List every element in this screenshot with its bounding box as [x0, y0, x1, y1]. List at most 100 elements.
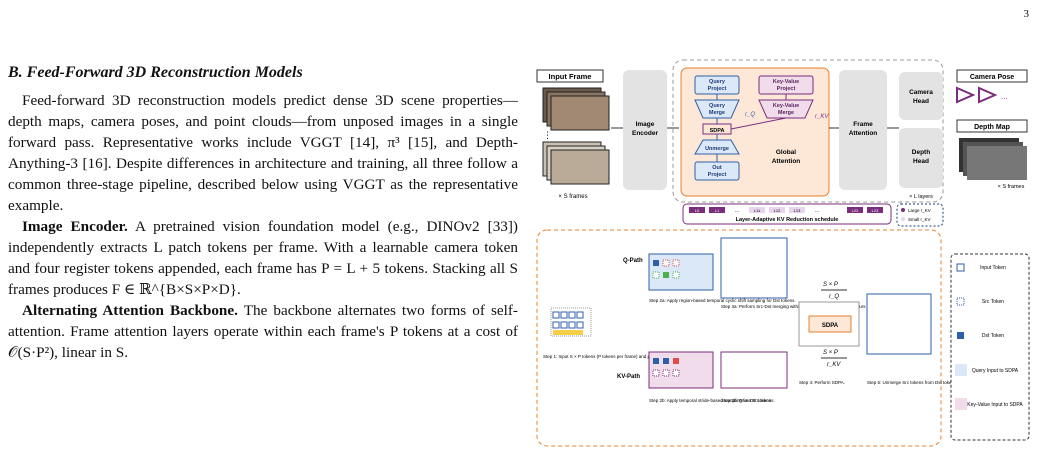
sdpa-label: SDPA	[710, 128, 725, 134]
output-frames-caption: × S frames	[998, 184, 1025, 190]
out-project-l1: Out	[712, 165, 722, 171]
legend-small-dot	[901, 217, 905, 221]
token	[576, 321, 584, 329]
layer-label: L12	[774, 208, 781, 213]
input-frame-label-box	[536, 69, 604, 83]
token	[653, 260, 659, 266]
q-merge-box	[720, 237, 788, 299]
paragraph-lead: Alternating Attention Backbone.	[22, 302, 238, 319]
frame-attention-l1: Frame	[853, 121, 873, 128]
top-section-outline	[672, 59, 944, 203]
token-group	[550, 307, 592, 337]
input-frame-label: Input Frame	[549, 72, 592, 81]
camera-pose-ellipsis: ...	[1001, 92, 1008, 101]
frames-caption: × S frames	[558, 194, 587, 200]
input-token-grid	[550, 307, 592, 337]
token	[560, 321, 568, 329]
layer-chip	[709, 207, 725, 213]
token-legend	[950, 253, 1030, 441]
kv-path-label: KV-Path	[617, 374, 640, 380]
token	[552, 311, 560, 319]
kv-merge-trapezoid	[758, 99, 814, 119]
kv-merge-l1: Key-Value	[773, 103, 799, 109]
token	[568, 321, 576, 329]
legend-dst-token: Dst Token	[982, 333, 1004, 339]
arrow	[730, 117, 787, 130]
legend-kv-input: Key-Value Input to SDPA	[967, 402, 1023, 408]
layer-label: L1	[715, 208, 720, 213]
paragraph-text: A pretrained vision foundation model (e.…	[8, 218, 518, 298]
query-merge-l2: Merge	[709, 110, 725, 116]
token	[652, 369, 660, 377]
token	[653, 358, 659, 364]
frac-bot-num: S × P	[823, 350, 838, 356]
paragraph-intro-text: Feed-forward 3D reconstruction models pr…	[8, 92, 518, 214]
token	[576, 311, 584, 319]
layer-chip	[689, 207, 705, 213]
depth-head-block	[899, 128, 943, 188]
paragraph-image-encoder: Image Encoder. A pretrained vision found…	[8, 216, 518, 300]
camera-frustum-icon	[956, 86, 976, 104]
out-project-l2: Project	[708, 172, 727, 178]
frame-thumb	[550, 95, 610, 131]
l-layers-label: × L layers	[909, 194, 933, 200]
schedule-legend	[896, 203, 944, 227]
query-merge-l1: Query	[709, 103, 726, 109]
section-title: B. Feed-Forward 3D Reconstruction Models	[8, 64, 303, 81]
step4-text: Step 4: Perform SDPA.	[799, 380, 845, 385]
layer-label: L22	[852, 208, 859, 213]
frac-top-den: r_Q	[829, 294, 839, 300]
legend-src-token-icon	[956, 297, 965, 306]
legend-small-label: Small r_KV	[908, 217, 931, 222]
token	[672, 271, 680, 279]
frame-attention-l2: Attention	[849, 130, 878, 137]
schedule-label: Layer-Adaptive KV Reduction schedule	[736, 217, 839, 223]
token	[672, 369, 680, 377]
layer-ellipsis: ...	[735, 208, 739, 214]
paragraph-intro: Feed-forward 3D reconstruction models pr…	[8, 90, 518, 216]
step2a-text: Step 2a: Apply region-based temporal cyc…	[649, 298, 796, 303]
global-attention-l2: Attention	[772, 158, 801, 165]
token	[662, 369, 670, 377]
kv-path-box	[648, 351, 714, 389]
image-encoder-block	[623, 70, 667, 190]
layer-label: L0	[695, 208, 700, 213]
token	[672, 259, 680, 267]
kv-project-l2: Project	[777, 86, 796, 92]
sdpa-step-box	[808, 315, 852, 333]
rq-label: r_Q	[745, 112, 755, 118]
unmerge-label: Unmerge	[705, 146, 729, 152]
frac-top-num: S × P	[823, 282, 838, 288]
depth-map-label-box	[956, 119, 1028, 133]
rkv-label: r_KV	[815, 114, 829, 120]
schedule-bar	[682, 203, 892, 225]
frame-attention-block	[839, 70, 887, 190]
frames-ellipsis: ⋮	[543, 130, 552, 140]
token	[663, 358, 669, 364]
token	[652, 271, 660, 279]
depth-map-image	[967, 146, 1027, 180]
legend-query-input: Query Input to SDPA	[972, 368, 1019, 374]
camera-head-block	[899, 72, 943, 120]
step1-text: Step 1: Input S × P tokens (P tokens per…	[543, 354, 696, 359]
depth-head-l2: Head	[913, 158, 929, 165]
page-number: 3	[1023, 8, 1030, 20]
camera-head-l1: Camera	[909, 89, 933, 96]
layer-label: L11	[754, 208, 761, 213]
kv-merge-l2: Merge	[778, 110, 794, 116]
layer-chip	[867, 207, 883, 213]
legend-large-dot	[901, 208, 905, 212]
frame-thumb	[550, 149, 610, 185]
q-path-label: Q-Path	[623, 258, 643, 264]
